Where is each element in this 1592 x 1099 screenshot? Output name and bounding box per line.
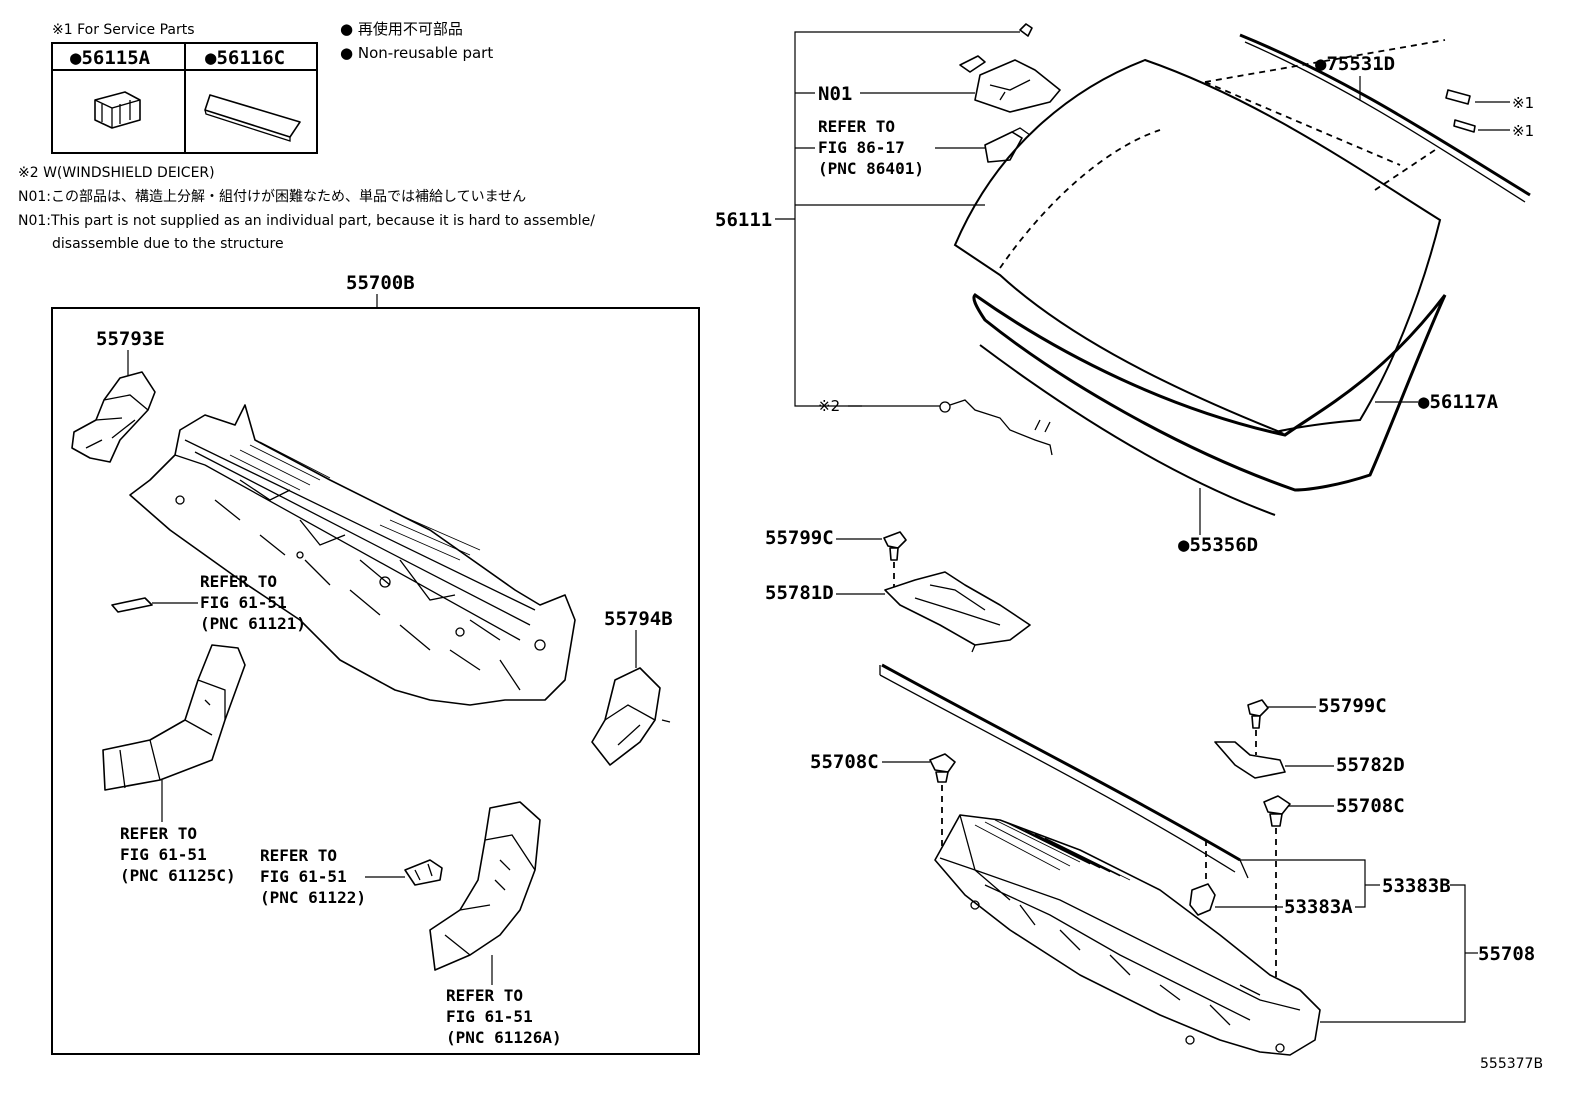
legend: ※1 For Service Parts ●56115A ●56116C ● 再… <box>18 20 595 252</box>
bracket-55781D-drawing <box>884 571 1031 653</box>
spacer-star1b-drawing <box>1453 119 1476 133</box>
label-N01[interactable]: N01 <box>818 83 852 105</box>
label-55700B[interactable]: 55700B <box>346 272 415 294</box>
label-55799C-a[interactable]: 55799C <box>765 527 834 549</box>
service-part-56115A[interactable]: ●56115A <box>70 47 151 69</box>
label-55781D[interactable]: 55781D <box>765 582 834 604</box>
clip-55799C-b-drawing <box>1247 699 1269 729</box>
label-75531D[interactable]: ●75531D <box>1315 53 1395 75</box>
nonreuse-en: ● Non-reusable part <box>340 44 493 62</box>
pillar-61126A-drawing <box>429 801 541 971</box>
ref-61126A-line2[interactable]: FIG 61-51 <box>446 1007 533 1026</box>
brace-61125C-drawing <box>102 644 246 791</box>
nut-55708C-a-drawing <box>929 753 956 783</box>
nonreuse-jp: ● 再使用不可部品 <box>340 20 463 38</box>
sensor-cover-drawing <box>959 23 1061 163</box>
cowl-seal-drawing <box>879 663 1249 879</box>
ref-61126A-line3[interactable]: (PNC 61126A) <box>446 1028 562 1047</box>
cowl-top-group: 55799C 55781D 55799C 55782D 55708 <box>765 527 1535 1056</box>
illustration-code: 555377B <box>1480 1056 1543 1072</box>
ref-61121-line3[interactable]: (PNC 61121) <box>200 614 306 633</box>
note-deicer: ※2 W(WINDSHIELD DEICER) <box>18 165 215 181</box>
ref-8617-line2[interactable]: FIG 86-17 <box>818 138 905 157</box>
label-53383B[interactable]: 53383B <box>1382 875 1451 897</box>
service-parts-note: ※1 For Service Parts <box>52 22 195 38</box>
ref-61125C-line1[interactable]: REFER TO <box>120 824 197 843</box>
ref-8617-line3[interactable]: (PNC 86401) <box>818 159 924 178</box>
clip-53383A-drawing <box>1189 883 1216 916</box>
label-55782D[interactable]: 55782D <box>1336 754 1405 776</box>
ref-61125C-line3[interactable]: (PNC 61125C) <box>120 866 236 885</box>
clip-56115A-drawing <box>94 91 141 129</box>
label-55356D[interactable]: ●55356D <box>1178 534 1258 556</box>
label-53383A[interactable]: 53383A <box>1284 896 1353 918</box>
cowl-panel-assembly-group: 55700B 55793E REFER TO FIG 61-51 (PNC 6 <box>51 272 700 1055</box>
pad-56116C-drawing <box>204 94 301 142</box>
label-56111[interactable]: 56111 <box>715 209 772 231</box>
label-star1-b[interactable]: ※1 <box>1512 122 1534 140</box>
cowl-panel-drawing <box>129 404 576 706</box>
ref-61126A-line1[interactable]: REFER TO <box>446 986 523 1005</box>
label-55708C-a[interactable]: 55708C <box>810 751 879 773</box>
cowl-top-panel-drawing <box>934 814 1321 1056</box>
label-star2[interactable]: ※2 <box>818 397 840 415</box>
clip-55799C-a-drawing <box>883 531 907 561</box>
label-55708[interactable]: 55708 <box>1478 943 1535 965</box>
ref-61122-line1[interactable]: REFER TO <box>260 846 337 865</box>
bracket-55782D-drawing <box>1214 741 1286 779</box>
deicer-wire-drawing <box>939 399 1053 456</box>
ref-61122-line2[interactable]: FIG 61-51 <box>260 867 347 886</box>
service-part-56116C[interactable]: ●56116C <box>205 47 285 69</box>
bracket-55793E-drawing <box>71 371 156 463</box>
note-n01-en-2: disassemble due to the structure <box>52 236 284 252</box>
spacer-star1a-drawing <box>1445 89 1471 105</box>
nut-55708C-b-drawing <box>1263 795 1291 827</box>
bracket-61121-drawing <box>111 597 153 613</box>
ref-61125C-line2[interactable]: FIG 61-51 <box>120 845 207 864</box>
assembly-box-55700B <box>51 307 700 1055</box>
ref-61122-line3[interactable]: (PNC 61122) <box>260 888 366 907</box>
windshield-glass-drawing <box>953 33 1531 516</box>
label-55793E[interactable]: 55793E <box>96 328 165 350</box>
ref-61121-line1[interactable]: REFER TO <box>200 572 277 591</box>
label-55799C-b[interactable]: 55799C <box>1318 695 1387 717</box>
note-n01-jp: N01:この部品は、構造上分解・組付けが困難なため、単品では補給していません <box>18 189 526 205</box>
bracket-61122-drawing <box>404 859 443 886</box>
bracket-55794B-drawing <box>591 667 671 766</box>
ref-8617-line1[interactable]: REFER TO <box>818 117 895 136</box>
label-55794B[interactable]: 55794B <box>604 608 673 630</box>
windshield-group: 56111 N01 REFER TO FIG 86-17 (PNC 86401) <box>715 23 1534 556</box>
note-n01-en-1: N01:This part is not supplied as an indi… <box>18 213 595 229</box>
label-55708C-b[interactable]: 55708C <box>1336 795 1405 817</box>
ref-61121-line2[interactable]: FIG 61-51 <box>200 593 287 612</box>
label-star1-a[interactable]: ※1 <box>1512 94 1534 112</box>
label-56117A[interactable]: ●56117A <box>1418 391 1499 413</box>
